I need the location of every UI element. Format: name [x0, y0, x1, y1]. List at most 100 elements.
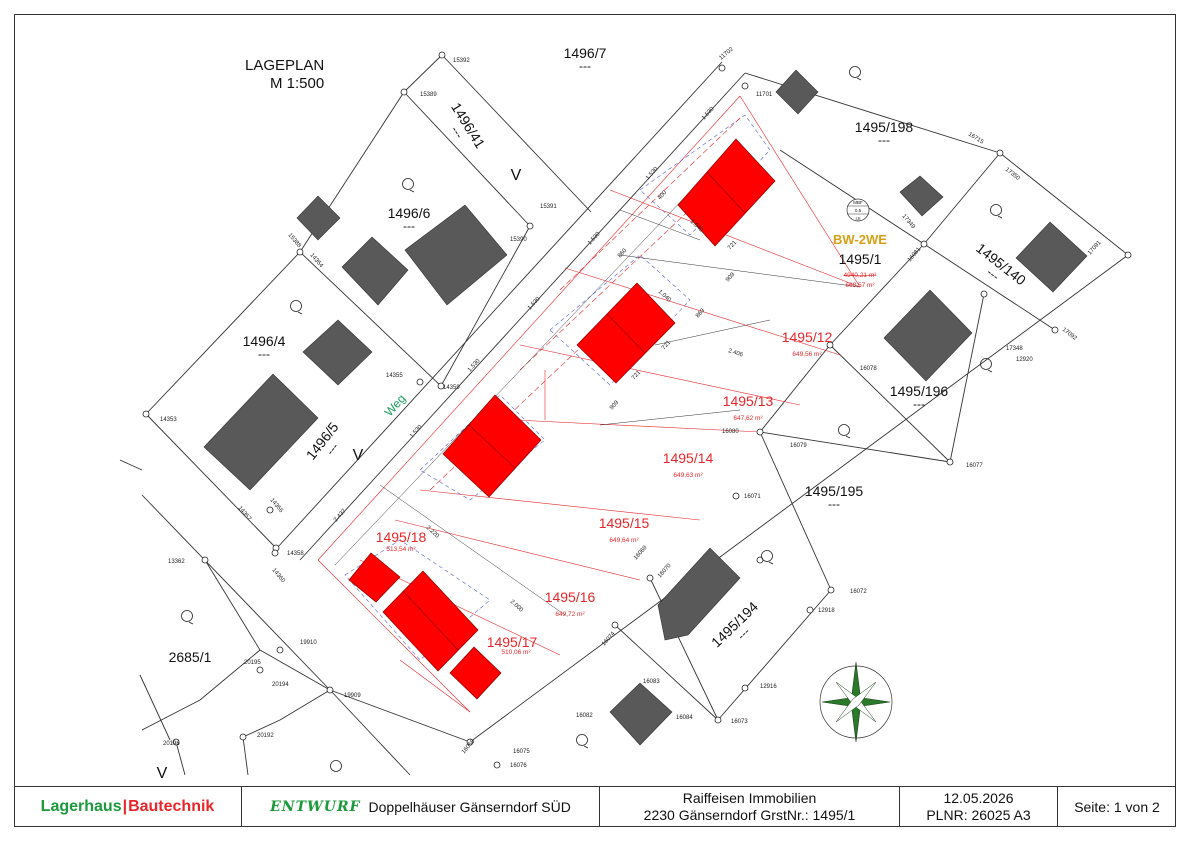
tree-icon — [181, 610, 194, 625]
svg-text:14353: 14353 — [160, 417, 177, 423]
client-address: 2230 Gänserndorf GrstNr.: 1495/1 — [643, 807, 856, 823]
svg-text:16084: 16084 — [676, 715, 693, 721]
tree-icon — [330, 760, 342, 772]
plan-title: LAGEPLAN — [245, 57, 324, 74]
project-name: Doppelhäuser Gänserndorf SÜD — [368, 799, 571, 815]
plan-number: PLNR: 26025 A3 — [926, 807, 1031, 823]
page-indicator: Seite: 1 von 2 — [1074, 799, 1160, 815]
parcel-label: 2685/1 — [169, 649, 212, 665]
svg-text:---: --- — [579, 59, 591, 73]
svg-text:16069: 16069 — [633, 544, 649, 561]
svg-text:12920: 12920 — [1016, 357, 1033, 363]
parcel-label: 1495/1 — [839, 251, 882, 267]
tree-icon — [402, 178, 415, 193]
svg-text:16080: 16080 — [722, 429, 739, 435]
svg-text:20196: 20196 — [163, 741, 180, 747]
svg-text:14359: 14359 — [443, 385, 460, 391]
svg-text:---: --- — [403, 219, 415, 233]
road-mark: V — [157, 765, 168, 782]
svg-text:15390: 15390 — [510, 237, 527, 243]
svg-text:909: 909 — [609, 399, 621, 411]
parcel-label: 1495/198 — [855, 119, 914, 135]
svg-text:12916: 12916 — [760, 684, 777, 690]
tree-icon — [290, 300, 303, 315]
svg-text:15388: 15388 — [286, 232, 302, 249]
new-parcel-area: 649,72 m² — [555, 611, 585, 618]
svg-text:16077: 16077 — [966, 463, 983, 469]
svg-text:17348: 17348 — [1006, 346, 1023, 352]
svg-text:16082: 16082 — [576, 713, 593, 719]
parcel-label: 1496/4 — [243, 333, 286, 349]
svg-text:16072: 16072 — [850, 589, 867, 595]
svg-text:12918: 12918 — [818, 608, 835, 614]
svg-text:17091: 17091 — [1087, 239, 1103, 256]
svg-text:11701: 11701 — [756, 92, 773, 98]
logo-separator: | — [122, 798, 128, 815]
svg-text:17092: 17092 — [1061, 327, 1078, 342]
tree-icon — [980, 358, 993, 373]
parcel-label: 1495/195 — [805, 483, 864, 499]
new-parcel-label: 1495/17 — [487, 634, 538, 650]
svg-text:---: --- — [878, 133, 890, 147]
dimension-lines — [334, 154, 861, 616]
parcel-label: 1495/196 — [890, 383, 949, 399]
tree-icon — [849, 66, 862, 81]
svg-text:14355: 14355 — [386, 373, 403, 379]
north-arrow-icon — [819, 661, 893, 743]
svg-text:17350: 17350 — [1004, 167, 1021, 182]
svg-text:14360: 14360 — [270, 567, 286, 584]
svg-text:20194: 20194 — [272, 682, 289, 688]
svg-text:860: 860 — [617, 247, 629, 259]
svg-text:14357: 14357 — [236, 505, 252, 522]
parcel-label: 1496/6 — [388, 205, 431, 221]
stamp-line-3: I,II — [855, 216, 860, 221]
svg-text:1.040: 1.040 — [657, 289, 673, 304]
new-parcel-area: 647,62 m² — [733, 415, 763, 422]
new-parcel-label: 1495/13 — [723, 393, 774, 409]
road-name: Weg — [382, 392, 409, 420]
new-parcel-label: 1495/16 — [545, 589, 596, 605]
parcel-label: 1496/7 — [564, 45, 607, 61]
page-cell: Seite: 1 von 2 — [1058, 787, 1176, 827]
svg-text:721: 721 — [661, 339, 673, 351]
svg-text:400: 400 — [657, 189, 669, 201]
company-logo: Lagerhaus|Bautechnik — [14, 787, 242, 827]
svg-text:---: --- — [828, 497, 840, 511]
svg-text:16075: 16075 — [513, 749, 530, 755]
svg-text:17349: 17349 — [900, 213, 916, 230]
title-block: Lagerhaus|Bautechnik ENTWURF Doppelhäuse… — [14, 786, 1176, 827]
svg-text:11702: 11702 — [718, 46, 735, 61]
svg-text:16078: 16078 — [860, 366, 877, 372]
svg-text:909: 909 — [725, 271, 737, 283]
logo-part-2: Bautechnik — [128, 798, 215, 815]
svg-text:2.000: 2.000 — [509, 599, 525, 614]
svg-text:20195: 20195 — [244, 660, 261, 666]
svg-text:15391: 15391 — [540, 204, 557, 210]
new-parcel-label: 1495/14 — [663, 450, 714, 466]
road-mark: V — [353, 447, 364, 464]
zoning-stamp: MBF 0,5 I,II — [846, 198, 870, 222]
svg-text:1.530: 1.530 — [409, 424, 424, 440]
svg-text:16071: 16071 — [744, 494, 761, 500]
new-parcel-area: 649,64 m² — [609, 537, 639, 544]
svg-text:16074: 16074 — [601, 630, 617, 647]
site-plan: MBF 0,5 I,II LAGEPLAN M 1:500 1496/7 ---… — [119, 45, 1132, 782]
tree-icon — [838, 424, 851, 439]
logo-part-1: Lagerhaus — [40, 798, 122, 815]
svg-text:16068: 16068 — [461, 738, 477, 755]
existing-buildings — [203, 69, 1088, 746]
new-parcel-area: 649,63 m² — [673, 472, 703, 479]
svg-text:16070: 16070 — [657, 562, 673, 579]
new-parcel-lines — [317, 95, 861, 713]
new-parcel-area: 513,54 m² — [386, 546, 416, 553]
parcel-label: 1495/194 — [708, 598, 761, 650]
svg-text:1.530: 1.530 — [587, 231, 602, 247]
svg-text:2.220: 2.220 — [425, 525, 441, 540]
svg-text:1.530: 1.530 — [467, 358, 482, 374]
parcel-area: 668,57 m² — [845, 282, 875, 289]
parcel-area-old: 4940,21 m² — [844, 272, 878, 279]
survey-points — [142, 51, 1132, 769]
svg-text:19909: 19909 — [344, 693, 361, 699]
new-parcel-label: 1495/12 — [782, 329, 833, 345]
svg-text:20192: 20192 — [257, 733, 274, 739]
